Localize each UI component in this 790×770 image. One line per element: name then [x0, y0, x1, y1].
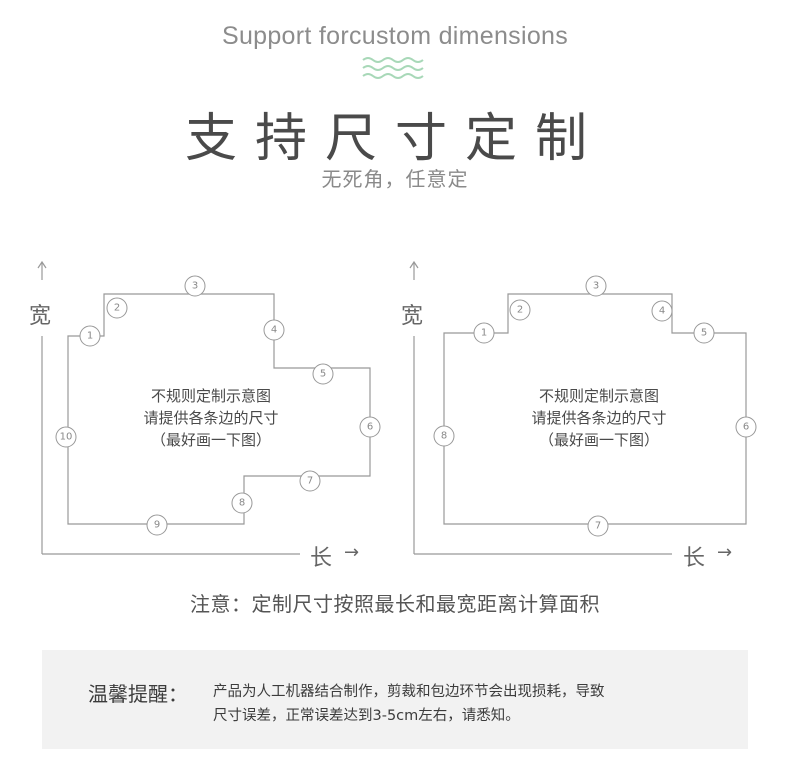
right-edge-5: 5 — [701, 328, 707, 339]
left-instructions: 不规则定制示意图 请提供各条边的尺寸 （最好画一下图） — [106, 385, 316, 451]
left-edge-10: 10 — [60, 432, 73, 443]
reminder-box: 温馨提醒： 产品为人工机器结合制作，剪裁和包边环节会出现损耗，导致 尺寸误差，正… — [42, 650, 748, 749]
left-edge-2: 2 — [114, 303, 120, 314]
right-edge-7: 7 — [595, 521, 601, 532]
left-edge-markers — [55, 275, 381, 536]
right-instruction-line3: （最好画一下图） — [538, 431, 659, 449]
right-instructions: 不规则定制示意图 请提供各条边的尺寸 （最好画一下图） — [494, 385, 704, 451]
left-instruction-line2: 请提供各条边的尺寸 — [143, 409, 279, 427]
subtitle-english: Support forcustom dimensions — [221, 22, 569, 50]
right-edge-markers — [433, 275, 757, 537]
right-edge-6: 6 — [743, 422, 749, 433]
left-right-arrow-icon: → — [344, 542, 360, 563]
left-edge-7: 7 — [307, 476, 313, 487]
reminder-label: 温馨提醒： — [88, 682, 188, 706]
left-edge-3: 3 — [192, 281, 198, 292]
left-width-label: 宽 — [29, 304, 52, 329]
page-title: 支持尺寸定制 — [184, 109, 605, 169]
reminder-line2: 尺寸误差，正常误差达到3-5cm左右，请悉知。 — [213, 708, 520, 724]
area-calculation-note: 注意：定制尺寸按照最长和最宽距离计算面积 — [190, 592, 600, 616]
left-edge-8: 8 — [239, 498, 245, 509]
left-length-label: 长 — [310, 546, 333, 571]
left-edge-4: 4 — [271, 325, 277, 336]
wave-decoration-icon — [362, 57, 424, 79]
right-edge-2: 2 — [517, 305, 523, 316]
left-instruction-line3: （最好画一下图） — [150, 431, 271, 449]
diagram-canvas: 1 2 3 4 5 6 7 8 9 10 1 2 3 4 5 — [37, 260, 757, 555]
right-width-label: 宽 — [401, 304, 424, 329]
right-edge-1: 1 — [481, 328, 487, 339]
right-edge-3: 3 — [593, 281, 599, 292]
left-edge-9: 9 — [154, 520, 160, 531]
reminder-text: 产品为人工机器结合制作，剪裁和包边环节会出现损耗，导致 尺寸误差，正常误差达到3… — [213, 680, 713, 728]
left-edge-6: 6 — [367, 422, 373, 433]
right-length-label: 长 — [683, 546, 706, 571]
right-instruction-line1: 不规则定制示意图 — [538, 387, 659, 405]
shape-diagrams: 1 2 3 4 5 6 7 8 9 10 1 2 3 4 5 — [0, 250, 790, 580]
right-right-arrow-icon: → — [717, 542, 733, 563]
right-irregular-shape — [443, 293, 747, 525]
right-instruction-line2: 请提供各条边的尺寸 — [531, 409, 667, 427]
left-edge-5: 5 — [320, 369, 326, 380]
right-edge-4: 4 — [659, 306, 665, 317]
left-instruction-line1: 不规则定制示意图 — [150, 387, 271, 405]
reminder-line1: 产品为人工机器结合制作，剪裁和包边环节会出现损耗，导致 — [213, 684, 605, 700]
right-edge-8: 8 — [441, 431, 447, 442]
tagline: 无死角，任意定 — [321, 167, 469, 191]
left-edge-1: 1 — [87, 331, 93, 342]
